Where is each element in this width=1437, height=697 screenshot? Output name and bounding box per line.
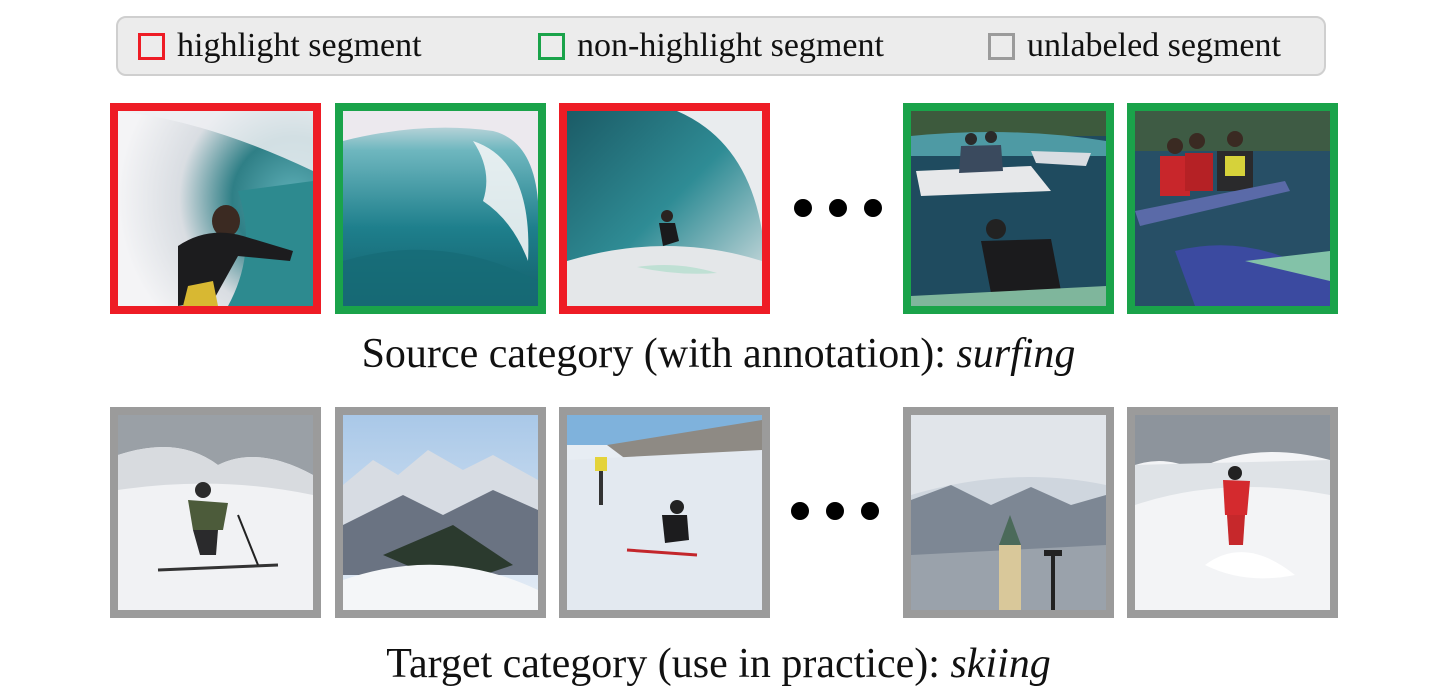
source-frame-1 [110, 103, 321, 314]
surfer-big-wave-image [567, 111, 762, 306]
unlabeled-swatch-icon [988, 32, 1015, 60]
ocean-wave-image [343, 111, 538, 306]
legend-label-non-highlight: non-highlight segment [577, 27, 884, 64]
skier-red-powder-image [1135, 415, 1330, 610]
source-frame-3 [559, 103, 770, 314]
target-caption-prefix: Target category (use in practice): [386, 641, 951, 687]
target-frame-2 [335, 407, 546, 618]
legend-label-highlight: highlight segment [177, 27, 422, 64]
target-frame-3 [559, 407, 770, 618]
target-frame-5 [1127, 407, 1338, 618]
skier-piste-image [567, 415, 762, 610]
church-mountains-image [911, 415, 1106, 610]
target-category: skiing [950, 641, 1051, 687]
non-highlight-swatch-icon [538, 32, 565, 60]
target-frame-1 [110, 407, 321, 618]
ellipsis-dot [826, 502, 844, 520]
ellipsis-dot [861, 502, 879, 520]
source-frame-2 [335, 103, 546, 314]
legend-item-non-highlight: non-highlight segment [538, 18, 884, 74]
jet-ski-image [911, 111, 1106, 306]
source-frame-4 [903, 103, 1114, 314]
mountain-panorama-image [343, 415, 538, 610]
legend-item-highlight: highlight segment [138, 18, 422, 74]
ellipsis-dot [829, 199, 847, 217]
ellipsis-dot [794, 199, 812, 217]
legend: highlight segment non-highlight segment … [116, 16, 1326, 76]
legend-label-unlabeled: unlabeled segment [1027, 27, 1281, 64]
highlight-swatch-icon [138, 32, 165, 60]
skier-slope-image [118, 415, 313, 610]
target-frame-4 [903, 407, 1114, 618]
rescue-boat-image [1135, 111, 1330, 306]
ellipsis-dot [864, 199, 882, 217]
ellipsis-dot [791, 502, 809, 520]
source-caption-prefix: Source category (with annotation): [361, 331, 957, 377]
legend-item-unlabeled: unlabeled segment [988, 18, 1281, 74]
source-frame-5 [1127, 103, 1338, 314]
source-category: surfing [956, 331, 1076, 377]
target-caption: Target category (use in practice): skiin… [0, 640, 1437, 688]
source-caption: Source category (with annotation): surfi… [0, 330, 1437, 378]
surf-barrel-image [118, 111, 313, 306]
